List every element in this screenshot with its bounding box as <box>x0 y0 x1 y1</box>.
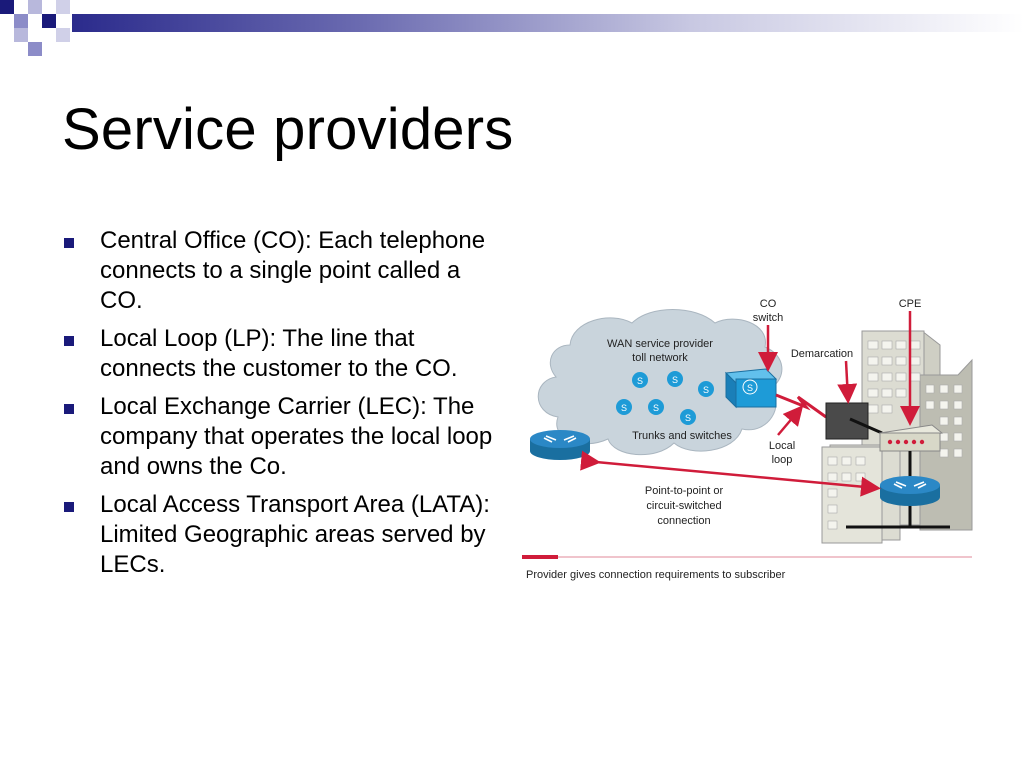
switch-letter: S <box>672 375 678 385</box>
co-switch-label-line2: switch <box>753 312 784 324</box>
demarcation-label: Demarcation <box>791 348 853 360</box>
bullet-item: Local Access Transport Area (LATA): Limi… <box>62 490 502 580</box>
router-icon <box>880 476 940 506</box>
switch-icon: S <box>632 372 648 388</box>
point-to-point-arrow <box>580 450 881 497</box>
bullet-text: Local Access Transport Area (LATA): Limi… <box>100 491 490 578</box>
bullet-square-icon <box>64 238 74 248</box>
connection-label-line2: circuit-switched <box>646 500 721 512</box>
bullet-text: Local Exchange Carrier (LEC): The compan… <box>100 393 493 480</box>
bullet-item: Local Loop (LP): The line that connects … <box>62 324 502 384</box>
demarcation-box <box>825 402 869 440</box>
bullet-square-icon <box>64 336 74 346</box>
co-switch-label-line1: CO <box>760 298 777 310</box>
connection-label-line3: connection <box>657 515 710 527</box>
bullet-item: Local Exchange Carrier (LEC): The compan… <box>62 392 502 482</box>
figure-caption: Provider gives connection requirements t… <box>526 569 786 581</box>
switch-icon: S <box>698 381 714 397</box>
switch-icons: S S S S S S <box>616 371 714 425</box>
co-switch-letter: S <box>747 383 753 393</box>
switch-icon: S <box>616 399 632 415</box>
caption-accent <box>522 555 558 559</box>
slide-title: Service providers <box>62 97 514 162</box>
bullet-list: Central Office (CO): Each telephone conn… <box>62 226 502 588</box>
cloud-label-line1: WAN service provider <box>607 338 713 350</box>
co-switch-icon: S <box>724 368 778 409</box>
switch-icon: S <box>667 371 683 387</box>
network-diagram: WAN service provider toll network Trunks… <box>522 298 973 581</box>
switch-letter: S <box>637 376 643 386</box>
connector-line <box>849 417 883 435</box>
cpe-label: CPE <box>899 298 922 310</box>
local-loop-arrow <box>777 405 804 436</box>
connection-label-line1: Point-to-point or <box>645 485 724 497</box>
router-icon <box>530 430 590 460</box>
header-gradient-bar <box>72 14 1024 32</box>
local-loop-line <box>775 393 827 419</box>
switch-letter: S <box>685 413 691 423</box>
cloud-label-line2: toll network <box>632 352 688 364</box>
local-loop-label-line1: Local <box>769 440 795 452</box>
switch-letter: S <box>703 385 709 395</box>
trunks-label: Trunks and switches <box>632 430 732 442</box>
demarcation-arrow <box>837 360 858 404</box>
bullet-item: Central Office (CO): Each telephone conn… <box>62 226 502 316</box>
switch-letter: S <box>653 403 659 413</box>
switch-icon: S <box>648 399 664 415</box>
bullet-square-icon <box>64 502 74 512</box>
cpe-device-icon <box>878 424 944 452</box>
corner-decoration <box>0 0 70 56</box>
switch-letter: S <box>621 403 627 413</box>
switch-icon: S <box>680 409 696 425</box>
bullet-text: Local Loop (LP): The line that connects … <box>100 325 458 382</box>
wan-cloud <box>537 309 783 456</box>
bullet-square-icon <box>64 404 74 414</box>
local-loop-label-line2: loop <box>772 454 793 466</box>
bullet-text: Central Office (CO): Each telephone conn… <box>100 227 486 314</box>
